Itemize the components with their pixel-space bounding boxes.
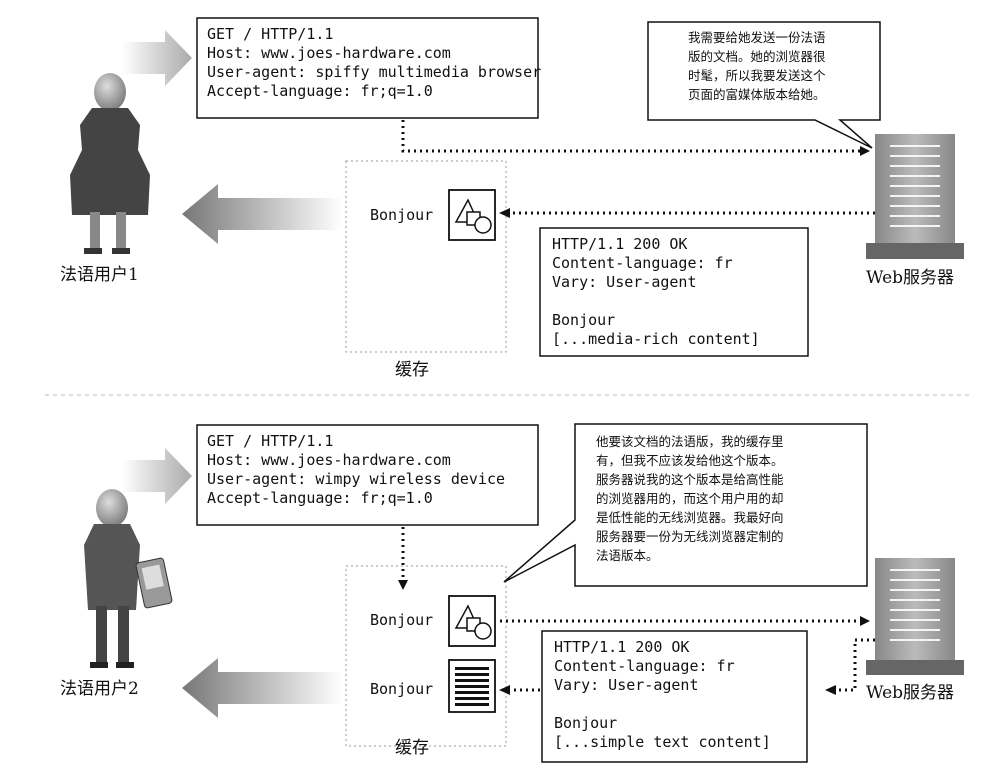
bottom-forward-arrowhead <box>860 616 870 626</box>
bottom-bubble-line-2: 服务器说我的这个版本是给高性能 <box>596 472 784 487</box>
top-bubble-line-1: 版的文档。她的浏览器很 <box>688 49 826 64</box>
bottom-cache-label: 缓存 <box>395 738 429 758</box>
bottom-bubble-line-1: 有，但我不应该发给他这个版本。 <box>596 453 784 468</box>
bottom-request-line-1: Host: www.joes-hardware.com <box>207 451 451 469</box>
bottom-response-arrow <box>182 658 342 718</box>
top-request-arrow <box>122 30 192 86</box>
bottom-server-icon <box>866 558 964 675</box>
top-request-line-2: User-agent: spiffy multimedia browser <box>207 63 541 81</box>
bottom-panel: 法语用户2 GET / HTTP/1.1 Host: www.joes-hard… <box>60 423 964 763</box>
bottom-response-path-server <box>836 638 875 692</box>
bottom-response-line-2: Vary: User-agent <box>554 676 699 694</box>
bottom-response-arrowhead-cache <box>499 685 510 695</box>
bottom-server-label: Web服务器 <box>866 683 954 703</box>
top-panel: 法语用户1 GET / HTTP/1.1 Host: www.joes-hard… <box>60 17 964 380</box>
bottom-response-line-4: Bonjour <box>554 714 617 732</box>
bottom-response-line-0: HTTP/1.1 200 OK <box>554 638 689 656</box>
bottom-cache-speech-bubble <box>503 423 868 587</box>
bottom-text-doc-icon <box>448 659 496 713</box>
top-request-arrowhead <box>860 146 870 156</box>
user-1-label: 法语用户1 <box>60 265 139 285</box>
top-response-line-1: Content-language: fr <box>552 254 733 272</box>
bottom-request-arrowhead <box>398 580 408 590</box>
bottom-request-line-0: GET / HTTP/1.1 <box>207 432 333 450</box>
bottom-request-arrow <box>122 448 192 504</box>
top-response-arrow <box>182 184 342 244</box>
top-server-icon <box>866 134 964 259</box>
top-response-line-4: Bonjour <box>552 311 615 329</box>
bottom-request-line-3: Accept-language: fr;q=1.0 <box>207 489 433 507</box>
top-cache-box <box>345 160 507 353</box>
bottom-bubble-line-4: 是低性能的无线浏览器。我最好向 <box>596 510 784 525</box>
top-response-box <box>539 227 809 357</box>
handheld-device-icon <box>135 557 173 609</box>
bottom-response-line-1: Content-language: fr <box>554 657 735 675</box>
top-server-speech-bubble <box>647 21 881 149</box>
top-request-line-0: GET / HTTP/1.1 <box>207 25 333 43</box>
top-request-box <box>196 17 539 119</box>
user-2-label: 法语用户2 <box>60 679 139 699</box>
user-1-figure <box>70 73 150 254</box>
bottom-response-arrowhead-server <box>825 685 836 695</box>
bottom-bubble-line-0: 他要该文档的法语版，我的缓存里 <box>596 434 784 449</box>
user-2-figure <box>84 489 173 668</box>
top-response-arrowhead <box>499 208 510 218</box>
top-cache-item-label: Bonjour <box>370 206 433 224</box>
bottom-request-line-2: User-agent: wimpy wireless device <box>207 470 505 488</box>
bottom-rich-doc-icon <box>448 595 496 647</box>
bottom-cache-item-2-label: Bonjour <box>370 680 433 698</box>
top-bubble-line-2: 时髦，所以我要发送这个 <box>688 68 826 83</box>
top-cache-label: 缓存 <box>395 360 429 380</box>
top-bubble-line-0: 我需要给她发送一份法语 <box>688 30 826 45</box>
top-server-label: Web服务器 <box>866 268 954 288</box>
bottom-bubble-line-6: 法语版本。 <box>596 548 659 563</box>
top-response-line-2: Vary: User-agent <box>552 273 697 291</box>
bottom-bubble-line-5: 服务器要一份为无线浏览器定制的 <box>596 529 784 544</box>
top-bubble-line-3: 页面的富媒体版本给她。 <box>688 87 826 102</box>
top-request-path <box>401 120 860 153</box>
bottom-response-line-5: [...simple text content] <box>554 733 771 751</box>
bottom-response-box <box>541 630 808 763</box>
bottom-cache-box <box>345 565 507 747</box>
top-request-line-3: Accept-language: fr;q=1.0 <box>207 82 433 100</box>
bottom-request-box <box>196 424 539 526</box>
top-response-line-0: HTTP/1.1 200 OK <box>552 235 687 253</box>
bottom-cache-item-1-label: Bonjour <box>370 611 433 629</box>
top-request-line-1: Host: www.joes-hardware.com <box>207 44 451 62</box>
top-response-line-5: [...media-rich content] <box>552 330 760 348</box>
top-rich-doc-icon <box>448 189 496 241</box>
bottom-bubble-line-3: 的浏览器用的，而这个用户用的却 <box>596 491 784 506</box>
